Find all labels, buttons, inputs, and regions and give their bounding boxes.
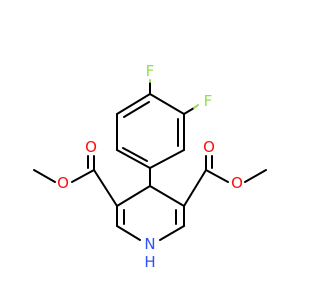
- dihydropyridine-ring: [116, 185, 185, 241]
- ring-bond-4: [116, 149, 151, 169]
- left-ester-group: [33, 155, 118, 207]
- right-ester-group: [183, 155, 267, 207]
- fluorine-right-label: F: [204, 92, 213, 110]
- bond-carbonyl-ester-o-left: [71, 169, 95, 183]
- bond-c-f-right: [183, 107, 195, 115]
- bond-ester-o-methyl-left: [33, 169, 56, 183]
- dhp-bond-c2-n: [159, 225, 185, 241]
- dhp-bond-c4-c3: [149, 185, 185, 207]
- ring-bond-6: [116, 93, 151, 115]
- bond-ester-o-methyl-right: [244, 169, 267, 183]
- oxygen-right-carbonyl-label: O: [203, 138, 215, 156]
- ring-double-bond-c: [123, 101, 150, 118]
- nitrogen-label: N: [144, 235, 155, 253]
- hydrogen-label: H: [144, 253, 155, 271]
- bond-f-right-colored: [193, 104, 199, 109]
- structure-canvas: F F O O O O N H: [33, 62, 267, 271]
- fluorine-top-label: F: [146, 62, 155, 80]
- oxygen-left-carbonyl-label: O: [85, 138, 97, 156]
- bond-c3-carbonyl: [183, 169, 207, 207]
- ring-double-bond-b: [122, 147, 148, 162]
- bond-c5-carbonyl: [93, 169, 118, 207]
- ring-bond-3: [149, 149, 185, 169]
- dhp-bond-n-c6: [116, 225, 141, 241]
- molecule-structure: F F O O O O N H: [33, 62, 267, 271]
- ring-bond-1: [149, 93, 185, 115]
- dhp-bond-c5-c4: [116, 185, 151, 207]
- oxygen-right-ester-label: O: [231, 174, 243, 192]
- bond-carbonyl-ester-o-right: [205, 169, 229, 183]
- difluorophenyl-ring: [116, 93, 185, 169]
- oxygen-left-ester-label: O: [57, 174, 69, 192]
